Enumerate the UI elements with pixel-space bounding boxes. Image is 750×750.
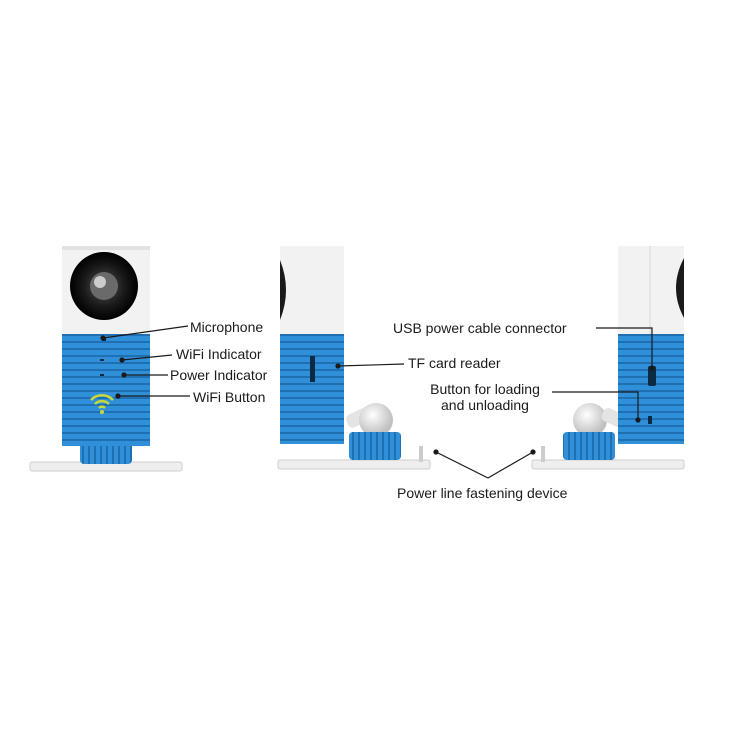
label-loading-button: Button for loading and unloading bbox=[420, 381, 550, 413]
camera-back-view bbox=[531, 246, 685, 470]
label-power-indicator: Power Indicator bbox=[170, 367, 268, 383]
label-loading-line1: Button for loading bbox=[430, 381, 540, 397]
label-usb-connector: USB power cable connector bbox=[393, 320, 567, 336]
label-wifi-button: WiFi Button bbox=[193, 389, 266, 405]
camera-front-view bbox=[29, 246, 183, 472]
label-tf-card-reader: TF card reader bbox=[408, 355, 501, 371]
label-power-line: Power line fastening device bbox=[397, 485, 568, 501]
camera-side-view bbox=[277, 246, 431, 470]
label-wifi-indicator: WiFi Indicator bbox=[176, 346, 262, 362]
label-microphone: Microphone bbox=[190, 319, 264, 335]
label-loading-line2: and unloading bbox=[441, 397, 529, 413]
callout-lines bbox=[100, 325, 655, 479]
wifi-icon bbox=[90, 393, 114, 414]
